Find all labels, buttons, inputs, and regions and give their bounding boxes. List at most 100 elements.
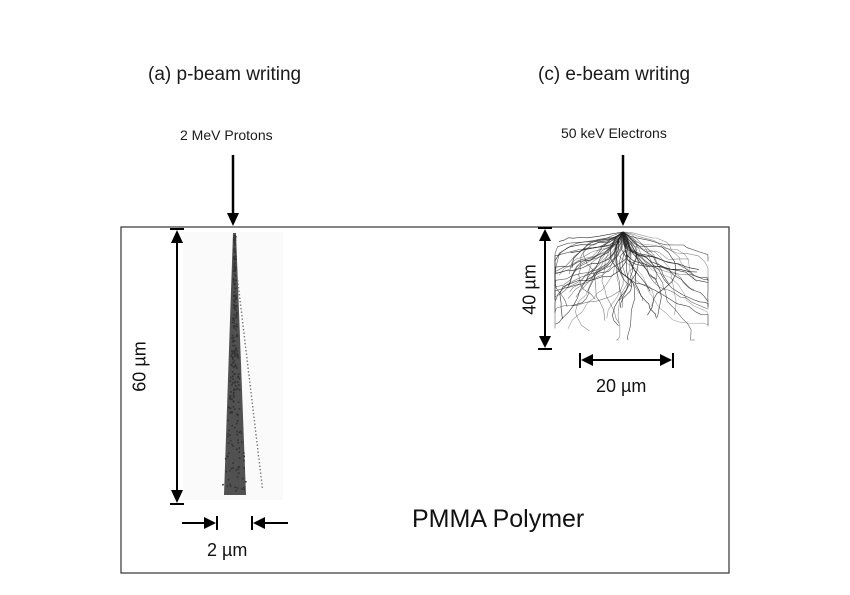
proton-stray-dot xyxy=(252,409,254,411)
proton-track-dot xyxy=(233,360,235,362)
electron-trajectory xyxy=(568,231,624,287)
electron-trajectory xyxy=(622,231,677,316)
proton-track-dot xyxy=(232,405,235,408)
proton-track-dot xyxy=(229,485,232,487)
proton-track-dot xyxy=(238,466,241,468)
proton-track-dot xyxy=(232,378,234,380)
proton-track-dot xyxy=(231,317,234,320)
proton-beam-arrow xyxy=(227,155,239,226)
proton-track-dot xyxy=(235,313,238,315)
proton-stray-dot xyxy=(247,364,249,366)
proton-track-dot xyxy=(232,351,234,354)
proton-stray-dot xyxy=(237,283,239,285)
proton-track-dot xyxy=(228,429,230,432)
proton-stray-dot xyxy=(259,469,261,471)
proton-track-dot xyxy=(231,443,233,446)
electron-trajectory xyxy=(622,231,709,307)
proton-track-dot xyxy=(236,476,239,478)
proton-track-dot xyxy=(235,316,238,319)
proton-track-dot xyxy=(234,351,236,353)
proton-track-dot xyxy=(235,305,237,308)
proton-track-dot xyxy=(237,468,240,470)
proton-stray-dot xyxy=(254,423,256,425)
proton-track-dot xyxy=(232,270,235,272)
proton-track-dot xyxy=(242,477,244,480)
proton-track-dot xyxy=(237,357,240,359)
proton-track-dot xyxy=(227,478,230,481)
proton-track-dot xyxy=(237,442,240,444)
proton-track-dot xyxy=(231,384,233,386)
proton-stray-dot xyxy=(249,388,252,390)
electron-trajectory xyxy=(567,231,624,329)
proton-track-dot xyxy=(233,248,236,250)
proton-stray-dot xyxy=(252,413,255,415)
electron-trajectory xyxy=(615,231,632,287)
proton-stray-dot xyxy=(239,297,241,299)
electron-trajectory xyxy=(558,231,624,242)
proton-track-dot xyxy=(234,259,236,261)
width-label-right: 20 µm xyxy=(596,376,647,396)
proton-track-dot xyxy=(233,388,236,391)
proton-stray-dot xyxy=(256,441,258,443)
proton-track-dot xyxy=(234,255,237,257)
proton-track-dot xyxy=(237,439,239,441)
proton-track-dot xyxy=(234,373,236,375)
proton-track-dot xyxy=(229,439,232,442)
proton-track-dot xyxy=(234,385,237,387)
proton-track-dot xyxy=(233,314,236,316)
proton-track-dot xyxy=(232,281,235,283)
proton-track-dot xyxy=(232,392,235,394)
proton-track-dot xyxy=(234,380,237,383)
proton-track-dot xyxy=(239,430,242,433)
electron-trajectory xyxy=(615,231,709,327)
proton-track-dot xyxy=(227,442,230,444)
material-label: PMMA Polymer xyxy=(412,505,585,533)
proton-track-dot xyxy=(238,408,241,410)
proton-track-dot xyxy=(238,377,241,380)
proton-track-dot xyxy=(232,344,234,347)
proton-track-dot xyxy=(233,301,236,303)
proton-track-dot xyxy=(232,325,235,327)
proton-stray-dot xyxy=(244,339,246,341)
proton-track-dot xyxy=(230,355,233,357)
proton-track-dot xyxy=(237,376,240,379)
proton-stray-dot xyxy=(257,451,259,453)
proton-track-dot xyxy=(229,483,231,486)
proton-track-dot xyxy=(237,466,239,468)
proton-stray-dot xyxy=(246,360,248,362)
proton-stray-dot xyxy=(247,367,249,369)
proton-track-dot xyxy=(234,279,237,282)
proton-track-dot xyxy=(234,266,237,269)
proton-track-dot xyxy=(236,312,238,314)
proton-track-dot xyxy=(234,363,237,366)
proton-stray-dot xyxy=(252,406,254,408)
proton-stray-dot xyxy=(248,374,250,376)
proton-stray-dot xyxy=(239,304,242,306)
proton-stray-dot xyxy=(257,448,259,450)
proton-stray-dot xyxy=(256,444,258,446)
proton-track-dot xyxy=(243,488,246,491)
proton-track-dot xyxy=(233,325,236,327)
proton-track-dot xyxy=(233,304,235,306)
proton-stray-dot xyxy=(254,427,256,429)
proton-track-dot xyxy=(231,411,233,414)
proton-track-dot xyxy=(229,434,231,436)
depth-dimension-right xyxy=(538,227,552,350)
proton-stray-dot xyxy=(249,385,251,387)
electron-trajectory xyxy=(609,231,709,326)
proton-track-dot xyxy=(229,469,231,472)
proton-track-dot xyxy=(243,452,245,454)
proton-track-dot xyxy=(231,321,234,324)
proton-track-dot xyxy=(233,350,235,352)
proton-track-dot xyxy=(235,388,238,391)
proton-stray-dot xyxy=(249,381,251,383)
proton-track-dot xyxy=(229,411,232,413)
proton-stray-dot xyxy=(250,392,252,394)
proton-stray-dot xyxy=(260,476,262,478)
proton-stray-dot xyxy=(259,472,262,474)
proton-track-dot xyxy=(234,486,236,488)
proton-track-dot xyxy=(235,236,237,238)
proton-stray-dot xyxy=(241,318,243,320)
electron-trajectory xyxy=(622,231,709,262)
